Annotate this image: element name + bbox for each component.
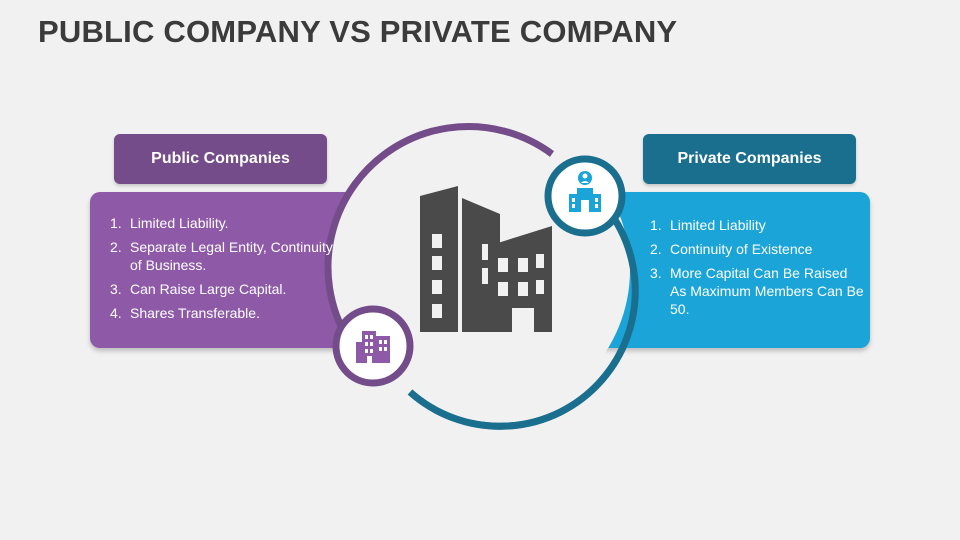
public-companies-tab: Public Companies (114, 134, 327, 184)
private-companies-panel (600, 192, 870, 348)
list-item: 2.Continuity of Existence (650, 241, 813, 257)
list-item: 4.Shares Transferable. (110, 305, 260, 321)
private-companies-tab: Private Companies (643, 134, 856, 184)
private-companies-list: 1.Limited Liability 2.Continuity of Exis… (650, 216, 865, 324)
public-companies-panel (90, 192, 360, 348)
private-company-building-icon (544, 155, 626, 237)
list-item: 1.Limited Liability (650, 217, 766, 233)
list-item: 1.Limited Liability. (110, 215, 229, 231)
public-companies-list: 1.Limited Liability. 2.Separate Legal En… (110, 214, 340, 328)
office-building-icon (332, 305, 414, 387)
list-item: 3.Can Raise Large Capital. (110, 281, 287, 297)
list-item: 3.More Capital Can Be Raised As Maximum … (650, 265, 864, 317)
page-title: PUBLIC COMPANY VS PRIVATE COMPANY (38, 14, 678, 49)
ring-arc-teal-top (407, 187, 639, 430)
building-windows (432, 234, 544, 332)
list-item: 2.Separate Legal Entity, Continuity of B… (110, 239, 333, 273)
